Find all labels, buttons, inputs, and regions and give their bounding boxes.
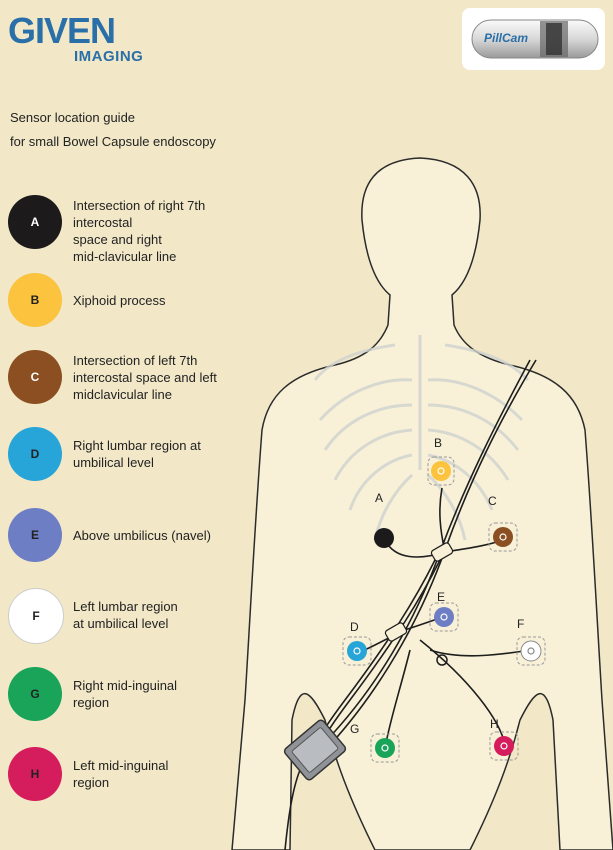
pillcam-capsule-image: PillCam — [462, 8, 605, 70]
legend-text-line: midclavicular line — [73, 386, 172, 402]
sensor-label-f: F — [517, 617, 524, 631]
recorder-connector — [283, 719, 347, 781]
sensor-a — [374, 528, 394, 548]
caption-line-1: Sensor location guide — [10, 110, 136, 125]
sensor-label-g: G — [350, 722, 359, 736]
sensor-label-h: H — [490, 717, 499, 731]
sensor-label-e: E — [437, 590, 445, 604]
legend-text-f: Left lumbar region at umbilical level — [73, 598, 178, 632]
legend-text-line: umbilical level — [73, 455, 154, 470]
capsule-label: PillCam — [484, 31, 528, 45]
legend-text-h: Left mid-inguinal region — [73, 757, 168, 791]
legend-text-line: Above umbilicus (navel) — [73, 527, 212, 543]
torso-silhouette — [231, 157, 613, 850]
legend-circle-f: F — [8, 588, 64, 644]
sensor-c — [488, 522, 518, 552]
legend-text-line: region — [73, 775, 110, 790]
legend-text-line: intercostal space and left — [73, 369, 217, 385]
legend-text-line: Right lumbar region at — [73, 438, 201, 453]
legend-text-line: space and right — [73, 231, 162, 247]
caption-line-2: for small Bowel Capsule endoscopy — [10, 134, 216, 149]
logo-sub-text: IMAGING — [74, 48, 144, 65]
given-imaging-logo: GIVEN IMAGING — [8, 10, 158, 70]
legend-circle-e: E — [8, 508, 62, 562]
legend-text-d: Right lumbar region at umbilical level — [73, 437, 201, 471]
navel-marker — [436, 654, 448, 666]
cable-clip-lower — [384, 622, 408, 642]
legend-circle-g: G — [8, 667, 62, 721]
pillcam-capsule-icon: PillCam — [471, 19, 599, 59]
legend-circle-d: D — [8, 427, 62, 481]
sensor-label-c: C — [488, 494, 497, 508]
sensor-b — [427, 456, 455, 486]
legend-text-line: Xiphoid process — [73, 292, 166, 308]
sensor-label-b: B — [434, 436, 442, 450]
sensor-label-a: A — [375, 491, 383, 505]
legend-circle-h: H — [8, 747, 62, 801]
legend-text-line: Intersection of left 7th — [73, 352, 198, 368]
sensor-d — [342, 636, 372, 666]
sensor-h — [489, 731, 519, 761]
legend-text-line: Left mid-inguinal — [73, 758, 169, 773]
cable-clip-upper — [430, 542, 454, 562]
legend-item-g: G Right mid-inguinal region — [8, 667, 248, 721]
legend-text-b: Xiphoid process — [73, 292, 166, 309]
legend-text-line: Right mid-inguinal — [73, 678, 178, 693]
legend-text-line: region — [73, 695, 110, 710]
legend-text-line: Intersection of right 7th intercostal — [73, 197, 206, 230]
logo-brand-text: GIVEN — [8, 10, 116, 51]
legend-circle-b: B — [8, 273, 62, 327]
sensor-e — [429, 602, 459, 632]
legend-circle-a: A — [8, 195, 62, 249]
legend-item-f: F Left lumbar region at umbilical level — [8, 588, 248, 644]
legend-item-e: E Above umbilicus (navel) — [8, 508, 248, 562]
legend-text-line: mid-clavicular line — [73, 248, 177, 264]
sensor-label-d: D — [350, 620, 359, 634]
legend-text-line: at umbilical level — [73, 616, 169, 631]
legend-item-h: H Left mid-inguinal region — [8, 747, 248, 801]
legend-text-line: Left lumbar region — [73, 599, 178, 614]
ribcage — [313, 335, 530, 541]
legend-text-e: Above umbilicus (navel) — [73, 527, 211, 544]
sensor-f — [516, 636, 546, 666]
legend-circle-c: C — [8, 350, 62, 404]
legend-item-d: D Right lumbar region at umbilical level — [8, 427, 248, 481]
legend-text-g: Right mid-inguinal region — [73, 677, 177, 711]
legend-item-b: B Xiphoid process — [8, 273, 248, 327]
sensor-g — [370, 733, 400, 763]
